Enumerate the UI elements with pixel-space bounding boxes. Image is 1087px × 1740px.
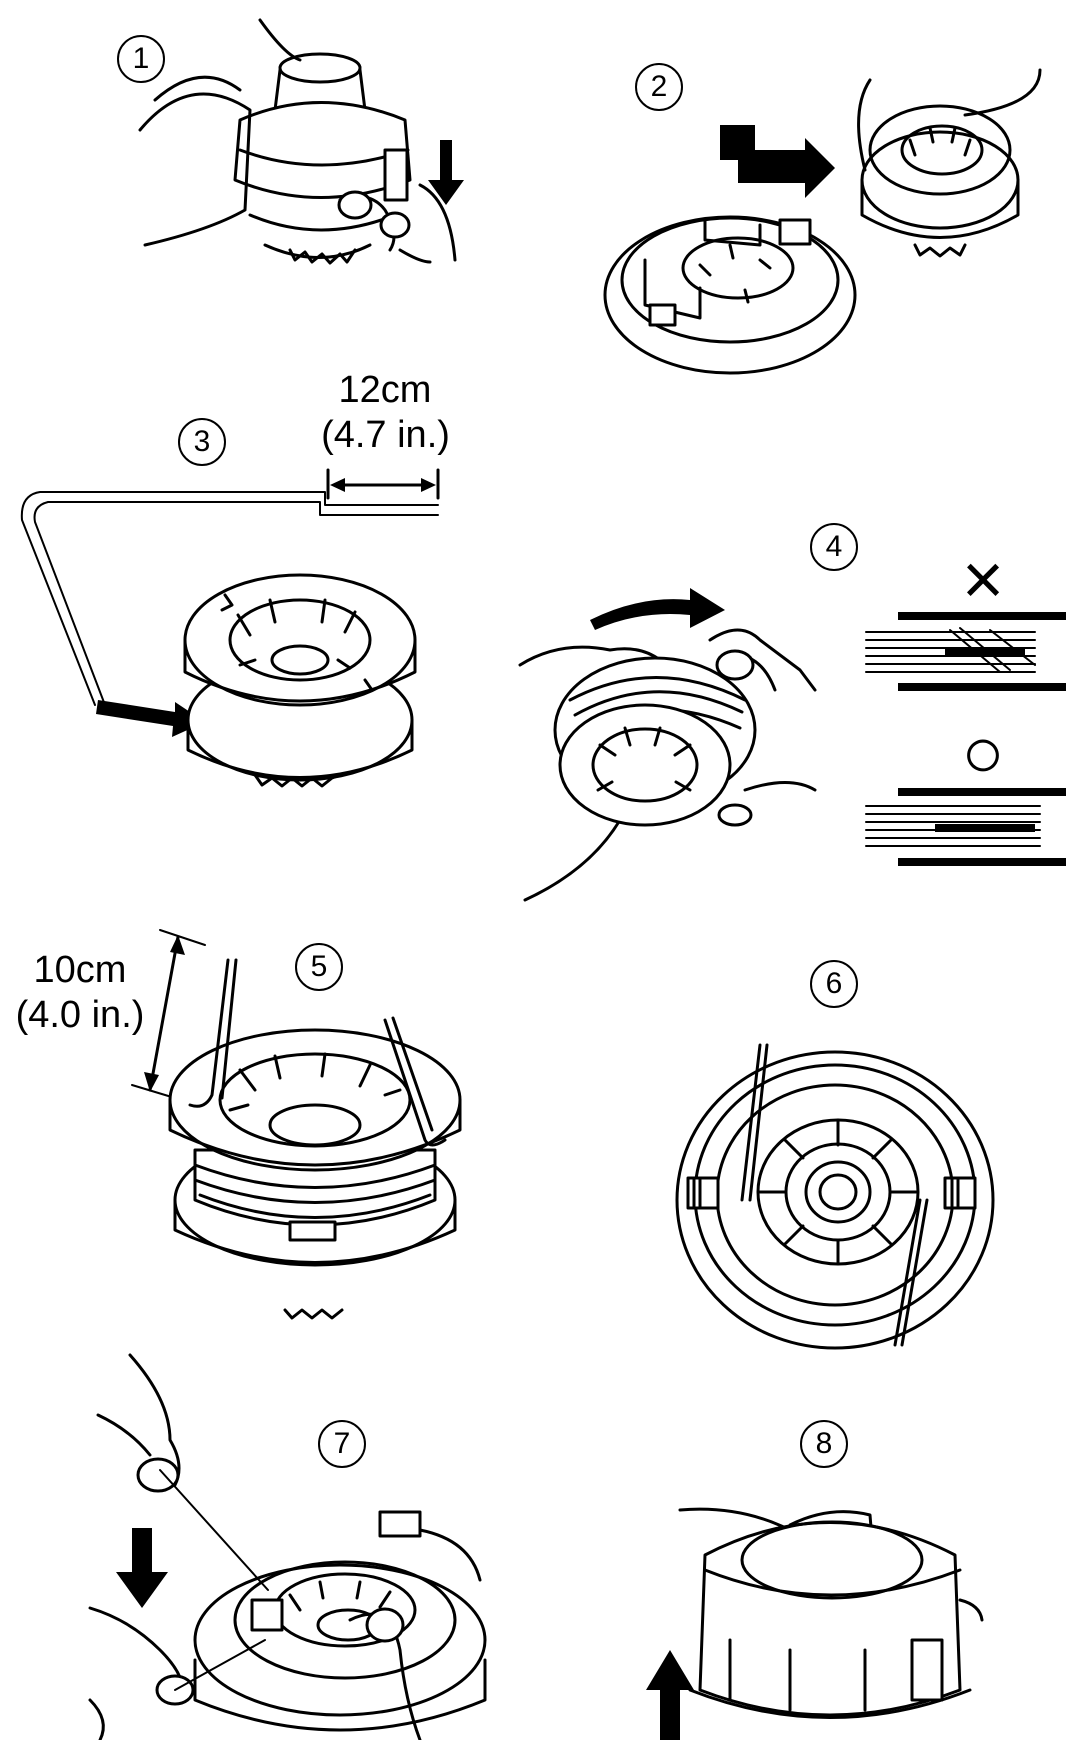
step-5-number: 5 xyxy=(295,943,343,991)
step-4-illustration xyxy=(518,588,1066,902)
spool xyxy=(860,130,1020,230)
release-tab xyxy=(383,148,409,202)
step-8-illustration xyxy=(646,1507,984,1740)
step-2-number: 2 xyxy=(635,63,683,111)
step-2-illustration xyxy=(603,68,1042,375)
step-3-dimension-imperial: (4.7 in.) xyxy=(321,414,450,456)
step-5-dimension-metric: 10cm xyxy=(33,949,127,991)
left-hand xyxy=(518,645,662,667)
step-5-dimension-imperial: (4.0 in.) xyxy=(15,994,145,1036)
trimmer-line xyxy=(20,491,439,706)
left-hand xyxy=(138,92,252,247)
hand xyxy=(678,1507,792,1532)
correct-mark: ○ xyxy=(961,713,1005,793)
step-6-illustration xyxy=(675,1043,995,1350)
line-end-bottom xyxy=(893,1198,922,1347)
step-6-number: 6 xyxy=(810,960,858,1008)
wrong-winding-diagram xyxy=(865,612,1066,691)
wrong-mark: × xyxy=(961,540,1005,620)
step-1-illustration xyxy=(138,18,464,265)
step-5-illustration xyxy=(131,929,462,1320)
step-1-number: 1 xyxy=(117,35,165,83)
step-8-number: 8 xyxy=(800,1420,848,1468)
step-7-illustration xyxy=(88,1353,487,1740)
step-3-illustration xyxy=(20,468,440,788)
line-end-left xyxy=(188,958,230,1108)
head-housing xyxy=(603,215,857,375)
rotate-arrow-icon xyxy=(590,588,725,630)
down-arrow-icon xyxy=(428,140,464,205)
correct-winding-diagram xyxy=(865,788,1066,866)
step-7-number: 7 xyxy=(318,1420,366,1468)
down-arrow-icon xyxy=(116,1528,168,1608)
step-3-dimension-metric: 12cm xyxy=(338,369,432,411)
right-arrow-icon xyxy=(720,125,835,198)
step-3-number: 3 xyxy=(178,418,226,466)
step-4-number: 4 xyxy=(810,523,858,571)
line-end-right xyxy=(383,1018,447,1147)
trimmer-head xyxy=(233,101,412,199)
insert-arrow-icon xyxy=(96,700,205,737)
up-arrow-icon xyxy=(646,1650,694,1740)
line-end-top xyxy=(740,1043,762,1202)
